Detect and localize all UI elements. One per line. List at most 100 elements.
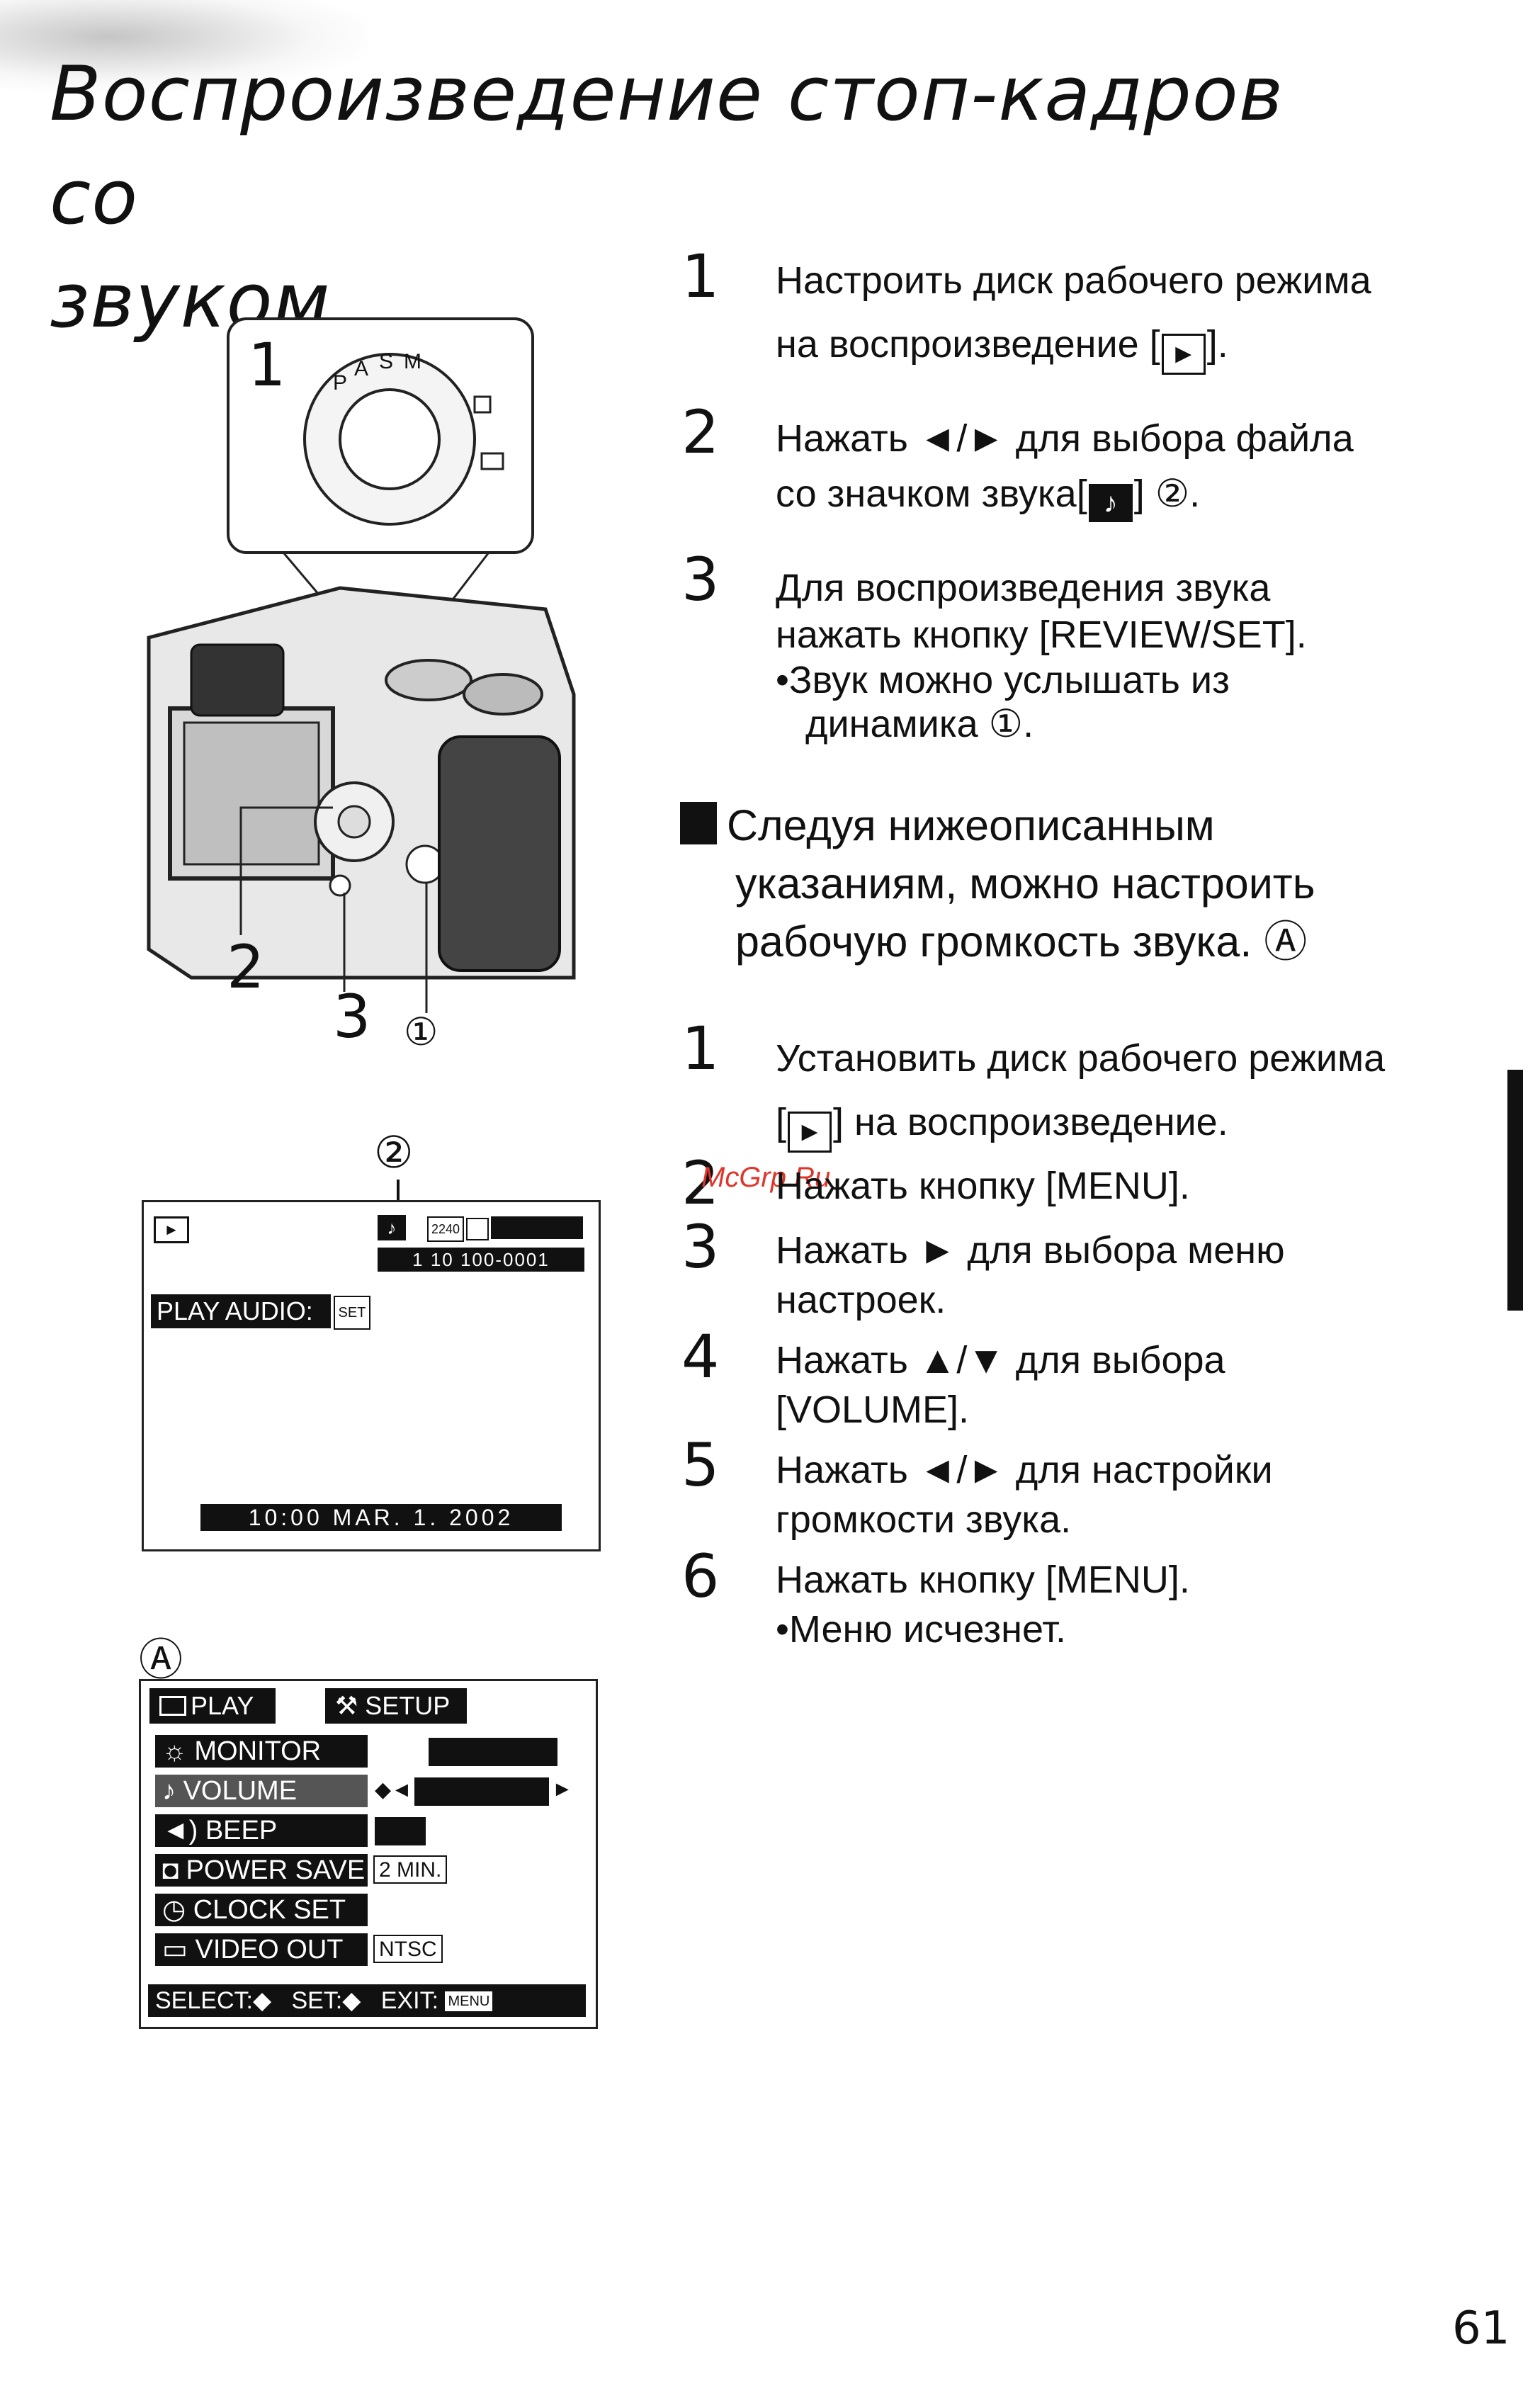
menu-item-clock-set[interactable]: ◷ CLOCK SET [155,1894,368,1926]
watermark: McGrp.Ru [701,1162,831,1193]
step-text-line: нажать кнопку [REVIEW/SET]. [776,614,1307,656]
menu-item-volume[interactable]: ♪ VOLUME [155,1775,368,1807]
leftright-icon: ◆ [342,1987,361,2014]
menu-label: POWER SAVE [186,1855,366,1885]
tab-setup-label: SETUP [365,1691,451,1720]
step-text-line: громкости звука. [776,1498,1072,1541]
clock-icon: ◷ [162,1895,186,1925]
tab-setup[interactable]: ⚒ SETUP [325,1688,467,1724]
step-b4-text: Нажать ▲/▼ для выбора [VOLUME]. [776,1339,1484,1431]
step-text-part: ] ②. [1133,473,1201,515]
menu-label: BEEP [205,1816,278,1845]
monitor-level-bar[interactable] [429,1738,557,1766]
title-line-1: Воспроизведение стоп-кадров со [50,50,1284,241]
step-b4-number: 4 [681,1322,720,1391]
step-text-line: Нажать ► для выбора меню [776,1229,1285,1272]
menu-label: VOLUME [183,1776,298,1806]
camera-icon: ◘ [162,1855,179,1885]
power-save-value[interactable]: 2 MIN. [373,1855,448,1884]
step-text-part: на воспроизведение [ [776,323,1160,366]
step-b1-text: Установить диск рабочего режима [►] на в… [776,1034,1498,1153]
speaker-icon: ♪ [162,1776,176,1806]
video-out-value[interactable]: NTSC [373,1935,443,1963]
menu-label: MONITOR [194,1736,322,1766]
label-2: 2 [227,932,265,1002]
sun-icon: ☼ [162,1736,187,1766]
dial-step-label: 1 [248,330,286,400]
video-out-icon: ▭ [162,1935,188,1964]
step-text-line: со значком звука[♪] ②. [776,470,1484,522]
step-b1-number: 1 [681,1014,720,1083]
label-3: 3 [333,982,371,1051]
battery-icon [491,1216,583,1239]
menu-label: CLOCK SET [193,1895,346,1925]
step-a1-text: Настроить диск рабочего режима на воспро… [776,256,1484,375]
svg-text:S: S [379,350,393,373]
callout-arrow [397,1180,400,1208]
play-tab-icon [159,1696,186,1716]
resolution-icon: 2240 [427,1216,464,1242]
beep-value[interactable] [375,1817,426,1845]
speaker-label: ① [404,1011,438,1053]
section-line: Следуя нижеописанным [680,796,1516,854]
section-text: Следуя нижеописанным [727,801,1215,849]
volume-right-arrow: ► [552,1777,573,1801]
volume-updown-icon: ◆◄ [375,1778,412,1802]
step-a3-number: 3 [681,545,720,614]
step-a3-text: Для воспроизведения звука нажать кнопку … [776,567,1484,745]
quality-icon [466,1218,489,1240]
play-audio-label: PLAY AUDIO: [151,1294,331,1328]
page-title: Воспроизведение стоп-кадров со звуком [50,43,1395,353]
play-icon: ► [788,1112,832,1153]
menu-item-power-save[interactable]: ◘ POWER SAVE [155,1854,368,1887]
lcd-setup-menu: PLAY ⚒ SETUP ☼ MONITOR ♪ VOLUME ◆◄ ► ◄) … [139,1679,598,2029]
step-b3-number: 3 [681,1212,720,1282]
step-b5-text: Нажать ◄/► для настройки громкости звука… [776,1449,1484,1541]
section-line: указаниям, можно настроить [735,859,1315,908]
step-note: динамика ①. [805,703,1034,745]
menu-label: VIDEO OUT [195,1935,344,1964]
menu-item-monitor[interactable]: ☼ MONITOR [155,1735,368,1768]
footer-set: SET: [291,1987,343,2014]
play-icon: ► [1161,334,1206,375]
menu-screen-callout: Ⓐ [139,1636,183,1685]
step-text-line: Для воспроизведения звука [776,567,1271,609]
beep-icon: ◄) [162,1816,198,1845]
step-text-line: •Меню исчезнет. [776,1608,1066,1651]
menu-item-video-out[interactable]: ▭ VIDEO OUT [155,1933,368,1966]
tab-play-label: PLAY [191,1691,254,1720]
tab-play[interactable]: PLAY [149,1688,276,1724]
step-b5-number: 5 [681,1430,720,1500]
step-text-part: со значком звука[ [776,473,1087,515]
date-time-display: 10:00 MAR. 1. 2002 [200,1504,562,1531]
file-counter: 1 10 100-0001 [378,1248,584,1272]
step-text-line: на воспроизведение [►]. [776,320,1484,375]
step-text-line: Нажать ▲/▼ для выбора [776,1339,1225,1381]
step-a2-text: Нажать ◄/► для выбора файла со значком з… [776,414,1484,522]
menu-item-beep[interactable]: ◄) BEEP [155,1814,368,1847]
square-bullet-icon [680,802,717,844]
step-text-line: [VOLUME]. [776,1389,970,1431]
section-volume-intro: Следуя нижеописанным указаниям, можно на… [680,796,1516,971]
page-number: 61 [1452,2302,1510,2355]
step-text-line: Настроить диск рабочего режима [776,259,1371,302]
camera-illustration: P A S M 1 2 3 ① [106,312,588,1063]
set-icon: SET [334,1296,370,1330]
volume-level-bar[interactable] [414,1777,549,1806]
step-text-line: Установить диск рабочего режима [776,1037,1386,1080]
svg-text:A: A [354,357,368,380]
step-b3-text: Нажать ► для выбора меню настроек. [776,1229,1484,1321]
play-mode-icon: ► [154,1216,189,1243]
wrench-icon: ⚒ [335,1691,358,1720]
menu-footer: SELECT:◆ SET:◆ EXIT: MENU [148,1984,586,2017]
updown-icon: ◆ [252,1987,272,2014]
section-line: рабочую громкость звука. Ⓐ [735,917,1308,966]
svg-text:M: M [404,350,421,373]
step-note: •Звук можно услышать из [776,659,1230,701]
step-text-part: [ [776,1101,787,1143]
audio-file-icon: ♪ [1088,484,1133,522]
step-text-line: настроек. [776,1279,946,1321]
lcd-playback-screen: ► ♪ 2240 1 10 100-0001 PLAY AUDIO: SET 1… [142,1200,601,1551]
step-text-line: Нажать ◄/► для настройки [776,1449,1273,1491]
step-b2-text: Нажать кнопку [MENU]. [776,1165,1190,1207]
